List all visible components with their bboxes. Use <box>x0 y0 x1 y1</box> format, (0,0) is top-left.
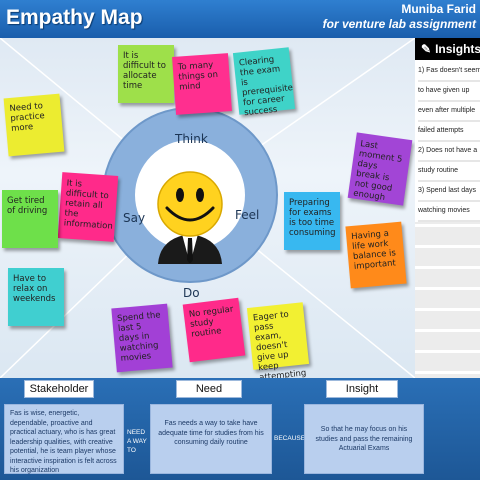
insight-line: 1) Fas doesn't seem <box>418 62 480 82</box>
insight-line: 3) Spend last days <box>418 182 480 202</box>
because-label: BECAUSE <box>274 435 306 442</box>
need-a-way-to-label: NEED A WAY TO <box>127 429 147 454</box>
insight-line: failed attempts <box>418 122 480 142</box>
say-label: Say <box>123 211 146 225</box>
page-title: Empathy Map <box>6 6 143 29</box>
think-label: Think <box>175 132 208 146</box>
insight-line: even after multiple <box>418 102 480 122</box>
insight-tab: Insight <box>326 380 398 398</box>
think-note-2: To many things on mind <box>172 53 232 115</box>
say-note-2: It is difficult to retain all the inform… <box>57 172 119 242</box>
say-note-4: Have to relax on weekends <box>8 268 64 326</box>
say-note-1: Need to practice more <box>3 93 65 157</box>
insight-box: So that he may focus on his studies and … <box>304 404 424 474</box>
do-note-1: Spend the last 5 days in watching movies <box>111 303 173 373</box>
stakeholder-tab: Stakeholder <box>24 380 94 398</box>
do-note-3: Eager to pass exam, doesn't give up keep… <box>246 302 310 378</box>
insight-line: to have given up <box>418 82 480 102</box>
insights-title: Insights <box>435 42 480 56</box>
pen-icon: ✎ <box>421 42 432 56</box>
feel-label: Feel <box>235 208 260 222</box>
feel-note-2: Preparing for exams is too time consumin… <box>284 192 340 250</box>
insights-list: 1) Fas doesn't seem to have given up eve… <box>415 60 480 222</box>
author-name: Muniba Farid <box>401 2 476 16</box>
do-label: Do <box>183 286 200 300</box>
need-tab: Need <box>176 380 242 398</box>
insight-line: study routine <box>418 162 480 182</box>
feel-note-3: Having a life work balance is important <box>345 221 407 289</box>
smiley-face-icon <box>157 171 223 264</box>
insights-panel: ✎ Insights 1) Fas doesn't seem to have g… <box>415 38 480 378</box>
problem-statement-section: Stakeholder Need Insight Fas is wise, en… <box>0 378 480 480</box>
need-box: Fas needs a way to take have adequate ti… <box>150 404 272 474</box>
insight-line: watching movies <box>418 202 480 222</box>
insights-header: ✎ Insights <box>415 38 480 60</box>
header-bar: Empathy Map Muniba Farid for venture lab… <box>0 0 480 38</box>
empathy-map-canvas: Think Say Feel Do It is difficult to all… <box>0 38 415 378</box>
author-subtitle: for venture lab assignment <box>322 17 476 31</box>
feel-note-1: Last moment 5 days break is not good eno… <box>347 132 413 206</box>
say-note-3: Get tired of driving <box>2 190 58 248</box>
author-block: Muniba Farid for venture lab assignment <box>323 2 476 32</box>
think-note-3: Clearing the exam is prerequisite for ca… <box>232 47 296 118</box>
think-note-1: It is difficult to allocate time <box>118 45 174 103</box>
stakeholder-box: Fas is wise, energetic, dependable, proa… <box>4 404 124 474</box>
do-note-2: No regular study routine <box>182 297 246 363</box>
insight-line: 2) Does not have a <box>418 142 480 162</box>
